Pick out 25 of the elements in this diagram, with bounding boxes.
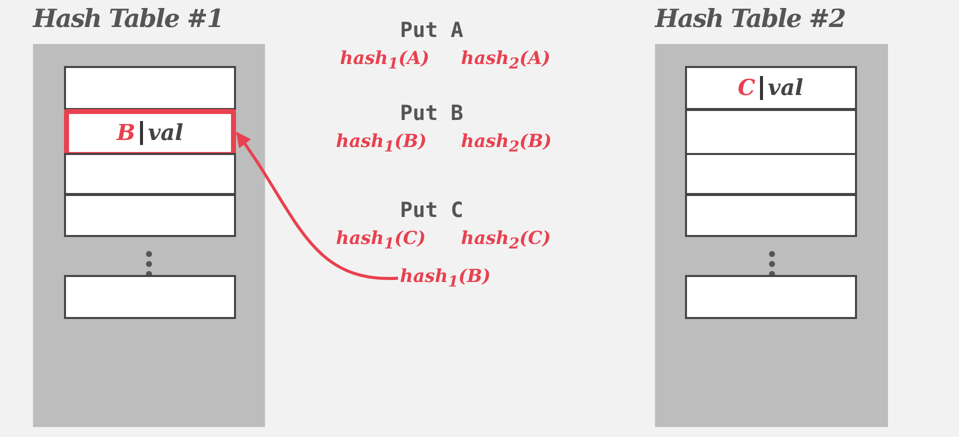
arrow — [236, 132, 398, 280]
hash-call-text: hash$_{1}$(B) — [336, 131, 427, 156]
table-heading: Hash Table #1 — [33, 4, 224, 33]
hash-call-text: hash$_{1}$(B) — [400, 266, 491, 291]
operation-text: Put C — [400, 198, 464, 222]
hash-call-text: hash$_{1}$(C) — [336, 228, 426, 253]
table-slot — [64, 66, 236, 110]
key-text: B — [116, 120, 136, 146]
operation-text: Put B — [400, 101, 464, 125]
value-text: val — [768, 75, 804, 101]
table-slot — [64, 194, 236, 237]
hash-call-text: hash$_{2}$(A) — [461, 48, 550, 73]
hash-call-text: hash$_{1}$(A) — [340, 48, 430, 73]
table-slot — [684, 194, 856, 237]
table-heading: Hash Table #2 — [655, 4, 846, 33]
operation-text: Put A — [400, 18, 464, 42]
hash-call-text: hash$_{2}$(B) — [461, 131, 552, 156]
value-text: val — [148, 120, 184, 146]
table-slot — [684, 66, 856, 110]
hash-call-text: hash$_{2}$(C) — [461, 228, 551, 253]
table-slot — [684, 153, 856, 195]
table-slot — [64, 275, 236, 319]
table-slot — [64, 153, 236, 195]
key-text: C — [738, 75, 756, 101]
table-slot — [684, 275, 856, 319]
